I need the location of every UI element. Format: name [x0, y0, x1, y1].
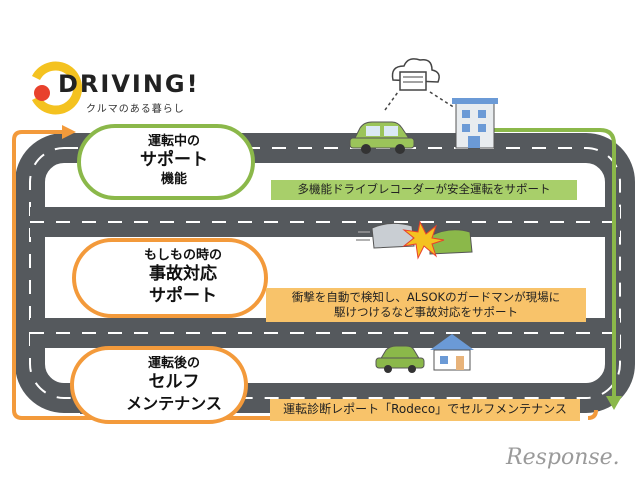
- banner-line: 運転診断レポート「Rodeco」でセルフメンテナンス: [283, 402, 567, 416]
- stage-line: セルフ: [148, 372, 200, 393]
- banner-line: 衝撃を自動で検知し、ALSOKのガードマンが現場に: [291, 290, 561, 304]
- orange-arrow-head: [62, 125, 76, 139]
- banner-line: 駆けつけるなど事故対応をサポート: [334, 304, 518, 319]
- stage-line: 運転中の: [147, 134, 200, 149]
- flow-arrows: [12, 91, 622, 420]
- stage-line: メンテナンス: [126, 393, 222, 413]
- stage-driving-support: 運転中の サポート 機能: [77, 124, 255, 200]
- banner-alsok: 衝撃を自動で検知し、ALSOKのガードマンが現場に 駆けつけるなど事故対応をサポ…: [266, 288, 586, 322]
- stage-accident-support: もしもの時の 事故対応 サポート: [72, 238, 268, 318]
- car-house-icon: [375, 334, 474, 373]
- stage-self-maintenance: 運転後の セルフ メンテナンス: [70, 346, 248, 424]
- car-crash-icon: [356, 220, 473, 260]
- stage-line: 運転後の: [147, 356, 200, 371]
- driving-logo-mark: [31, 61, 83, 115]
- watermark-response: Response.: [506, 445, 620, 470]
- stage-line: 事故対応: [149, 264, 217, 285]
- stage-line: サポート: [149, 285, 217, 306]
- banner-line: 多機能ドライブレコーダーが安全運転をサポート: [297, 182, 551, 196]
- stage-line: もしもの時の: [143, 248, 222, 263]
- banner-drive-recorder: 多機能ドライブレコーダーが安全運転をサポート: [271, 180, 577, 200]
- stage-line: 機能: [160, 171, 187, 187]
- car-icon: [349, 121, 415, 154]
- green-arrow-head: [606, 396, 622, 410]
- logo-title: DRIVING!: [58, 70, 200, 98]
- logo-subtitle: クルマのある暮らし: [86, 104, 185, 115]
- banner-rodeco: 運転診断レポート「Rodeco」でセルフメンテナンス: [270, 399, 580, 421]
- road-loop: [15, 133, 635, 413]
- cloud-server-icon: [391, 58, 440, 91]
- building-icon: [452, 98, 498, 149]
- stage-line: サポート: [140, 150, 208, 171]
